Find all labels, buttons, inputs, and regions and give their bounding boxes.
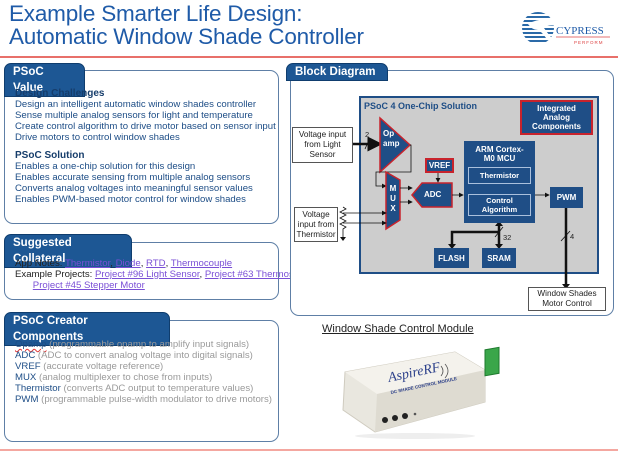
collateral-content: App Notes: Thermistor, Diode, RTD, Therm… (15, 258, 375, 291)
component-vref: VREF (accurate voltage reference) (15, 361, 272, 372)
flash-block: FLASH (434, 248, 469, 268)
sram-block: SRAM (482, 248, 516, 268)
title-line-1: Example Smarter Life Design: (9, 1, 303, 26)
thermistor-block: Thermistor (468, 167, 531, 184)
link-thermistor[interactable]: Thermistor (64, 258, 111, 269)
link-diode[interactable]: Diode (115, 258, 141, 269)
component-pwm: PWM (programmable pulse-width modulator … (15, 394, 272, 405)
footer-divider (0, 449, 618, 451)
component-desc: (programmable opamp to amplify input sig… (46, 339, 250, 350)
solution-item: Converts analog voltages into meaningful… (15, 183, 253, 194)
challenge-item: Create control algorithm to drive motor … (15, 121, 276, 132)
design-challenges-heading: Design Challenges (15, 88, 105, 99)
button-3 (402, 413, 408, 419)
button-2 (392, 415, 398, 421)
button-1 (382, 417, 388, 423)
svg-text:PERFORM: PERFORM (574, 40, 604, 45)
svg-text:CYPRESS: CYPRESS (556, 25, 604, 37)
components-tab: PSoC Creator Components (4, 312, 170, 346)
solution-item: Enables a one-chip solution for this des… (15, 161, 196, 172)
link-project-63[interactable]: Project #63 Thermostat (204, 269, 305, 280)
separator: , (199, 269, 205, 280)
pwm-block: PWM (550, 187, 583, 208)
block-diagram-tab: Block Diagram (286, 63, 388, 81)
component-name: PWM (15, 394, 39, 405)
title-line-2: Automatic Window Shade Controller (9, 24, 364, 49)
title-divider (0, 56, 618, 58)
mcu-label: ARM Cortex-M0 MCU (475, 145, 524, 163)
memory-bus-width: 32 (503, 233, 512, 242)
cypress-globe-icon: CYPRESS PERFORM (522, 12, 610, 45)
link-project-45[interactable]: Project #45 Stepper Motor (32, 280, 145, 291)
app-notes-label: App Notes: (15, 258, 65, 269)
component-name: VREF (15, 361, 41, 372)
control-algorithm-block: Control Algorithm (468, 194, 531, 216)
component-adc: ADC (ADC to convert analog voltage into … (15, 350, 272, 361)
light-bus-width: 2 (365, 130, 370, 139)
component-opamp: Opamp (programmable opamp to amplify inp… (15, 339, 272, 350)
separator: , (110, 258, 116, 269)
solution-item: Enables accurate sensing from multiple a… (15, 172, 251, 183)
app-notes-row: App Notes: Thermistor, Diode, RTD, Therm… (15, 258, 375, 269)
mux-label: MUX (389, 184, 397, 213)
thermistor-input: Voltage input from Thermistor (294, 207, 338, 242)
integrated-analog-legend: Integrated Analog Components (520, 100, 593, 135)
component-desc: (ADC to convert analog voltage into digi… (35, 350, 253, 361)
mcu-block: ARM Cortex-M0 MCU (464, 141, 535, 223)
component-desc: (analog multiplexer to chose from inputs… (36, 372, 213, 383)
vref-block: VREF (425, 158, 454, 173)
cypress-logo: CYPRESS PERFORM (518, 8, 614, 50)
link-rtd[interactable]: RTD (146, 258, 166, 269)
component-name: ADC (15, 350, 36, 361)
challenge-item: Drive motors to control window shades (15, 132, 180, 143)
component-desc: (accurate voltage reference) (40, 361, 164, 372)
motor-control-output: Window Shades Motor Control (528, 287, 606, 311)
module-caption: Window Shade Control Module (322, 323, 474, 335)
psoc-value-content: Design Challenges Design an intelligent … (15, 88, 276, 205)
separator: , (140, 258, 147, 269)
projects-row: Example Projects: Project #96 Light Sens… (15, 269, 375, 280)
psoc-solution-heading: PSoC Solution (15, 150, 85, 161)
page-title: Example Smarter Life Design: Automatic W… (9, 2, 364, 48)
projects-label: Example Projects: (15, 269, 95, 280)
collateral-tab: Suggested Collateral (4, 234, 132, 268)
projects-row-cont: xProject #45 Stepper Motor (15, 280, 375, 291)
challenge-item: Sense multiple analog sensors for light … (15, 110, 253, 121)
challenge-item: Design an intelligent automatic window s… (15, 99, 257, 110)
opamp-label: Op amp (383, 129, 400, 148)
pwm-bus-width: 4 (570, 232, 575, 241)
psoc-value-tab: PSoC Value (4, 63, 85, 97)
component-name: Opamp (15, 339, 47, 350)
adc-label: ADC (424, 190, 442, 199)
component-name: Thermistor (15, 383, 61, 394)
collateral-panel (4, 242, 279, 300)
control-module-image: AspireRF DC SHADE CONTROL MODULE (342, 346, 500, 439)
component-desc: (programmable pulse-width modulator to d… (38, 394, 272, 405)
component-mux: MUX (analog multiplexer to chose from in… (15, 372, 272, 383)
component-name: MUX (15, 372, 37, 383)
light-sensor-input: Voltage input from Light Sensor (292, 127, 353, 163)
link-thermocouple[interactable]: Thermocouple (170, 258, 233, 269)
component-desc: (converts ADC output to temperature valu… (60, 383, 254, 394)
link-project-96[interactable]: Project #96 Light Sensor (94, 269, 200, 280)
solution-item: Enables PWM-based motor control for wind… (15, 194, 246, 205)
chip-title: PSoC 4 One-Chip Solution (364, 101, 477, 111)
separator: , (165, 258, 171, 269)
components-content: Opamp (programmable opamp to amplify inp… (15, 339, 272, 405)
component-thermistor: Thermistor (converts ADC output to tempe… (15, 383, 272, 394)
